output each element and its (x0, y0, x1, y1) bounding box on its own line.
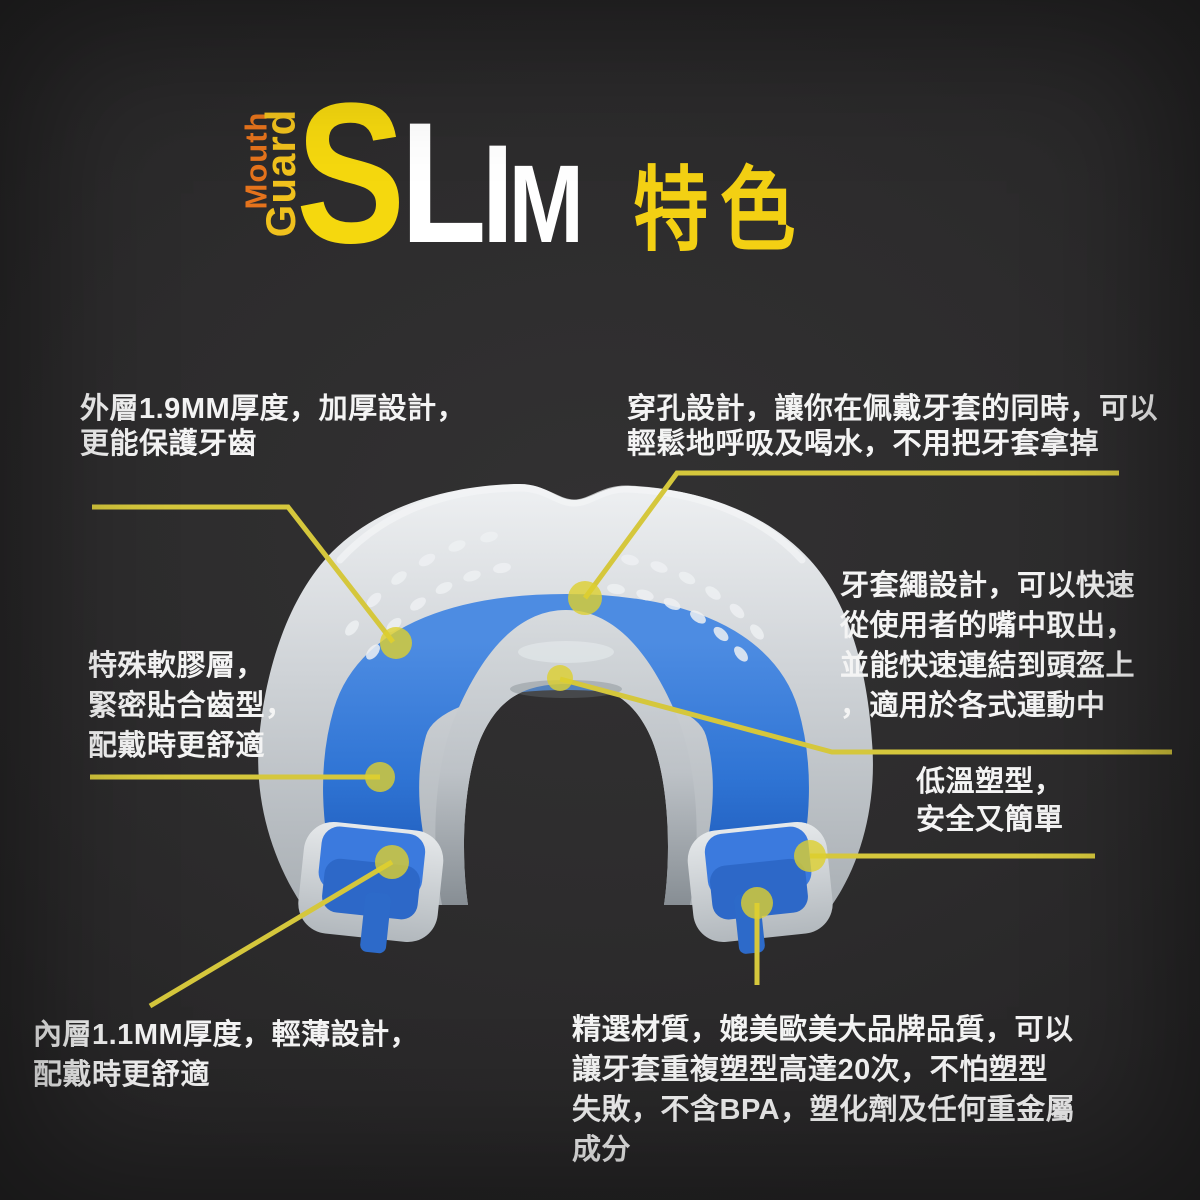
title-letter-s: S (296, 62, 405, 285)
marker-low-temp (794, 840, 826, 872)
leader-tether (559, 676, 1172, 755)
marker-breathe-holes (568, 581, 602, 615)
guard-left-end-cap (298, 821, 444, 954)
annotation-breathe-holes: 穿孔設計，讓你在佩戴牙套的同時，可以 輕鬆地呼吸及喝水，不用把牙套拿掉 (627, 393, 1159, 460)
perforation-holes (345, 531, 764, 662)
leader-breathe-holes (582, 470, 1119, 600)
annotation-low-temp: 低溫塑型， 安全又簡單 (916, 766, 1064, 836)
leader-inner-layer (148, 859, 394, 1009)
annotation-material: 精選材質，媲美歐美大品牌品質，可以 讓牙套重複塑型高達20次，不怕塑型 失敗，不… (572, 1014, 1076, 1166)
annotation-tether: 牙套繩設計，可以快速 從使用者的嘴中取出， 並能快速連結到頭盔上 ，適用於各式運… (840, 570, 1136, 722)
marker-soft-gel (365, 762, 395, 792)
marker-tether (547, 665, 573, 691)
title-letter-i: I (481, 115, 514, 272)
annotation-inner-layer: 內層1.1MM厚度，輕薄設計， 配戴時更舒適 (33, 1019, 420, 1091)
shell-highlight (336, 484, 806, 564)
guard-inner-wall (435, 610, 697, 905)
title-letter-m: M (508, 143, 584, 266)
marker-material (741, 887, 773, 919)
title-letter-l: L (400, 87, 486, 279)
inner-trough-highlight (518, 641, 614, 663)
title-suffix: 特色 (633, 160, 807, 262)
callout-markers (365, 581, 826, 919)
marker-outer-layer (380, 627, 412, 659)
annotation-soft-gel: 特殊軟膠層， 緊密貼合齒型， 配戴時更舒適 (88, 650, 295, 762)
leader-outer-layer (92, 504, 395, 644)
marker-inner-layer (375, 845, 409, 879)
annotation-outer-layer: 外層1.9MM厚度，加厚設計， 更能保護牙齒 (80, 393, 467, 460)
